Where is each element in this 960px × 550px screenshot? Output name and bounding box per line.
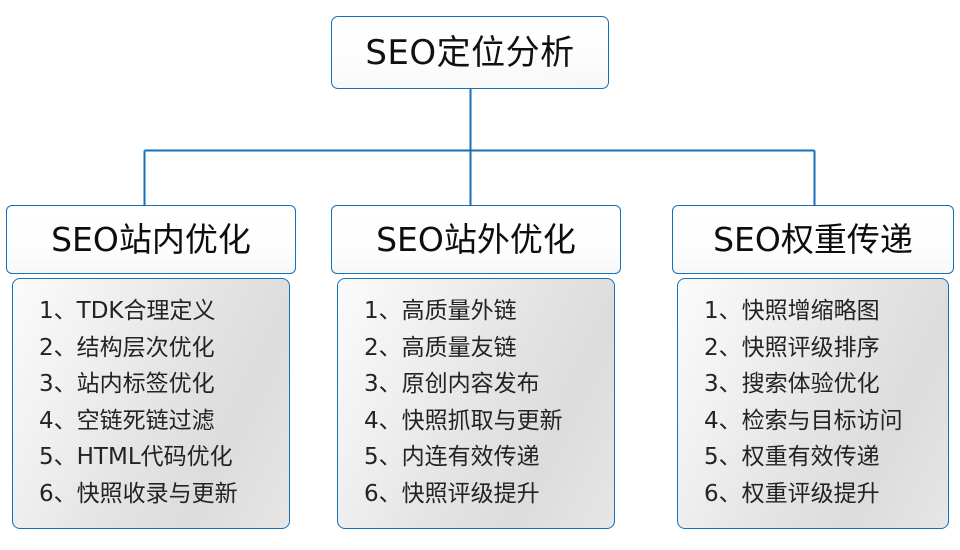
list-item: 2、 高质量友链 (364, 330, 614, 367)
list-item: 3、 原创内容发布 (364, 366, 614, 403)
list-item-label: 原创内容发布 (401, 371, 540, 397)
branch-header-title: SEO站内优化 (51, 220, 251, 259)
branch-body-off-site: 1、 高质量外链 2、 高质量友链 3、 原创内容发布 4、 快照抓取与更新 5… (337, 278, 615, 529)
root-node[interactable]: SEO定位分析 (331, 16, 609, 89)
root-node-title: SEO定位分析 (365, 32, 575, 73)
list-item-label: 高质量外链 (401, 298, 517, 324)
item-list-weight-transfer: 1、 快照增缩略图 2、 快照评级排序 3、 搜索体验优化 4、 检索与目标访问… (678, 293, 948, 512)
list-item: 3、 搜索体验优化 (704, 366, 948, 403)
list-item-index: 4、 (39, 407, 77, 434)
list-item: 1、 快照增缩略图 (704, 293, 948, 330)
item-list-on-site: 1、 TDK合理定义 2、 结构层次优化 3、 站内标签优化 4、 空链死链过滤… (13, 293, 289, 512)
list-item-label: 快照抓取与更新 (401, 407, 563, 434)
list-item: 2、 快照评级排序 (704, 330, 948, 367)
branch-body-weight-transfer: 1、 快照增缩略图 2、 快照评级排序 3、 搜索体验优化 4、 检索与目标访问… (677, 278, 949, 529)
branch-header-title: SEO权重传递 (713, 220, 913, 259)
list-item: 6、 快照评级提升 (364, 476, 614, 513)
list-item-index: 5、 (39, 444, 77, 470)
list-item: 6、 权重评级提升 (704, 476, 948, 513)
list-item: 1、 TDK合理定义 (39, 293, 289, 330)
list-item: 4、 快照抓取与更新 (364, 403, 614, 440)
list-item-index: 4、 (704, 407, 742, 434)
list-item-label: 站内标签优化 (76, 371, 215, 397)
list-item-label: 快照增缩略图 (741, 298, 880, 324)
list-item-label: 权重评级提升 (741, 480, 880, 507)
list-item-label: TDK合理定义 (76, 298, 216, 324)
list-item-label: 快照收录与更新 (76, 480, 238, 507)
list-item-label: 权重有效传递 (741, 444, 880, 470)
list-item: 6、 快照收录与更新 (39, 476, 289, 513)
list-item: 5、 内连有效传递 (364, 439, 614, 476)
list-item-index: 1、 (704, 298, 742, 324)
list-item-label: 结构层次优化 (76, 334, 215, 361)
branch-off-site: SEO站外优化 1、 高质量外链 2、 高质量友链 3、 原创内容发布 4、 快 (331, 205, 621, 529)
list-item-label: 高质量友链 (401, 334, 517, 361)
list-item-index: 2、 (364, 334, 402, 361)
list-item-index: 3、 (39, 371, 77, 397)
branch-header-title: SEO站外优化 (376, 220, 576, 259)
list-item: 1、 高质量外链 (364, 293, 614, 330)
list-item: 3、 站内标签优化 (39, 366, 289, 403)
list-item-index: 3、 (704, 371, 742, 397)
branch-body-on-site: 1、 TDK合理定义 2、 结构层次优化 3、 站内标签优化 4、 空链死链过滤… (12, 278, 290, 529)
branch-header-weight-transfer[interactable]: SEO权重传递 (672, 205, 954, 274)
branch-on-site: SEO站内优化 1、 TDK合理定义 2、 结构层次优化 3、 站内标签优化 4… (6, 205, 296, 529)
list-item-label: 空链死链过滤 (76, 407, 215, 434)
list-item-index: 2、 (39, 334, 77, 361)
branch-weight-transfer: SEO权重传递 1、 快照增缩略图 2、 快照评级排序 3、 搜索体验优化 4、 (672, 205, 954, 529)
list-item-index: 6、 (704, 480, 742, 507)
list-item-index: 1、 (364, 298, 402, 324)
branch-header-off-site[interactable]: SEO站外优化 (331, 205, 621, 274)
list-item-label: 快照评级提升 (401, 480, 540, 507)
branch-header-on-site[interactable]: SEO站内优化 (6, 205, 296, 274)
list-item-label: 内连有效传递 (401, 444, 540, 470)
list-item-index: 5、 (704, 444, 742, 470)
list-item-index: 4、 (364, 407, 402, 434)
list-item: 2、 结构层次优化 (39, 330, 289, 367)
list-item-index: 5、 (364, 444, 402, 470)
list-item-label: 搜索体验优化 (741, 371, 880, 397)
list-item-index: 3、 (364, 371, 402, 397)
list-item-index: 2、 (704, 334, 742, 361)
list-item-index: 1、 (39, 298, 77, 324)
list-item-label: 快照评级排序 (741, 334, 880, 361)
list-item: 4、 空链死链过滤 (39, 403, 289, 440)
list-item-index: 6、 (364, 480, 402, 507)
list-item-label: HTML代码优化 (76, 444, 233, 470)
list-item-index: 6、 (39, 480, 77, 507)
list-item: 5、 权重有效传递 (704, 439, 948, 476)
list-item-label: 检索与目标访问 (741, 407, 903, 434)
list-item: 5、 HTML代码优化 (39, 439, 289, 476)
list-item: 4、 检索与目标访问 (704, 403, 948, 440)
item-list-off-site: 1、 高质量外链 2、 高质量友链 3、 原创内容发布 4、 快照抓取与更新 5… (338, 293, 614, 512)
